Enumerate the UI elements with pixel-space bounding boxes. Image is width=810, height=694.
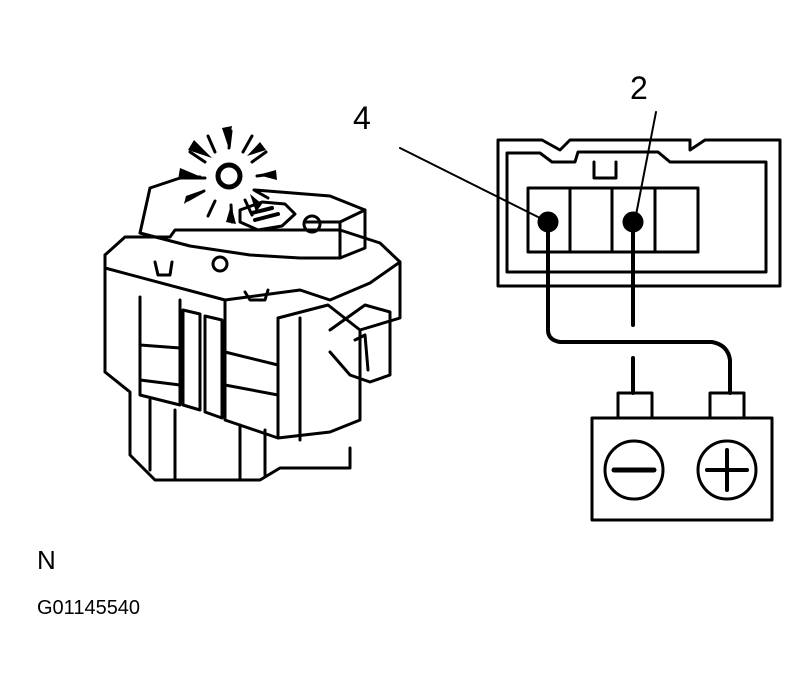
view-caption: N — [37, 545, 56, 575]
pin-4-label: 4 — [353, 100, 371, 136]
connector-icon — [496, 138, 782, 288]
illuminated-lamp-icon — [178, 126, 277, 224]
battery-icon — [590, 391, 774, 522]
pin-2-label: 2 — [630, 70, 648, 106]
wire-pin-4 — [546, 220, 732, 395]
positive-terminal-icon — [696, 439, 758, 501]
leader-line-2 — [635, 111, 657, 216]
switch-body-icon — [103, 176, 402, 482]
negative-terminal-icon — [603, 439, 665, 501]
figure-id-caption: G01145540 — [37, 597, 141, 619]
leader-line-4 — [399, 147, 541, 219]
